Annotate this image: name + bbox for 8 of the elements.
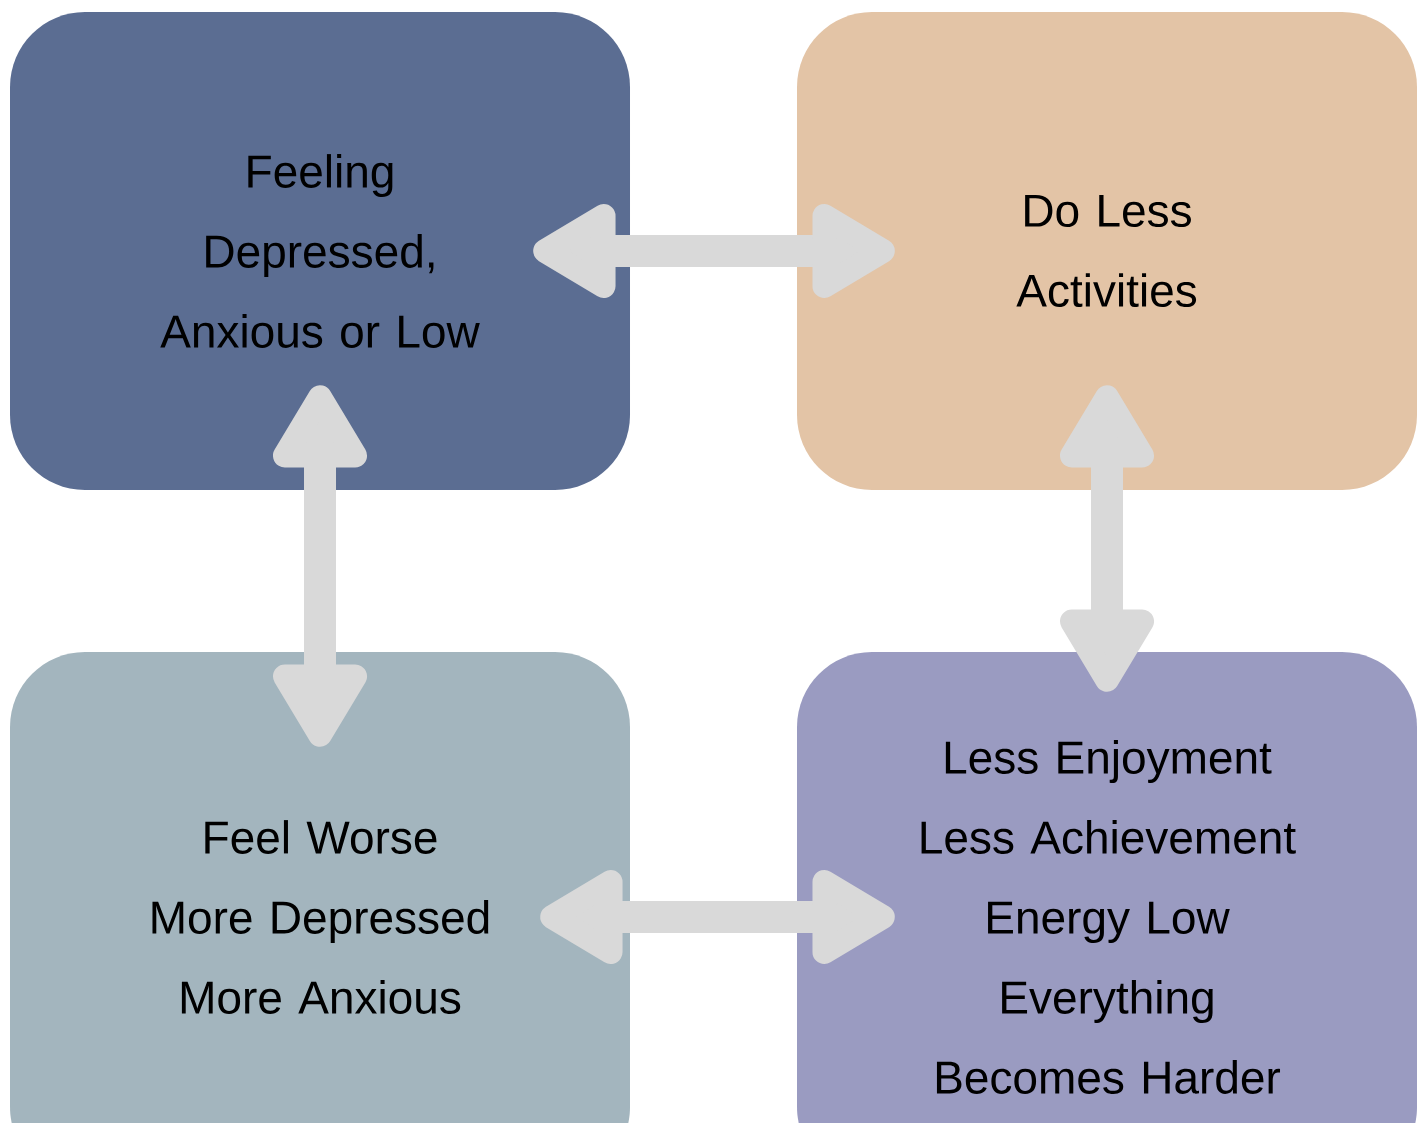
double-arrow: [1059, 385, 1155, 692]
double-arrow: [272, 385, 368, 747]
process-box: Feel Worse More Depressed More Anxious: [10, 652, 630, 1123]
double-arrow: [540, 869, 895, 965]
process-box: Do Less Activities: [797, 12, 1417, 490]
double-arrow: [533, 203, 895, 298]
process-box: Feeling Depressed, Anxious or Low: [10, 12, 630, 490]
process-box: Less Enjoyment Less Achievement Energy Low Everything Becomes Harder: [797, 652, 1417, 1123]
